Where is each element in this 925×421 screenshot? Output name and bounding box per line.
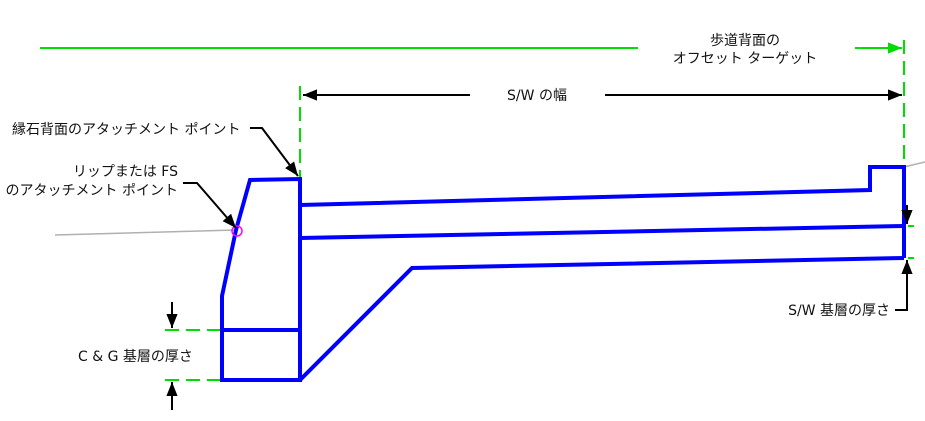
offset-target-label-line2: オフセット ターゲット [673, 51, 817, 67]
lip-attach-label-line1: リップまたは FS [73, 164, 178, 180]
sw-width-label: S/W の幅 [507, 88, 567, 104]
existing-ground-left [54, 229, 237, 236]
sidewalk-top [299, 165, 906, 258]
curb-and-sidewalk-structure [220, 165, 906, 382]
curb-gutter [220, 176, 302, 382]
lip-attachment-marker [231, 225, 243, 237]
sidewalk-base-bottom [298, 256, 905, 382]
sw-base-thickness-label: S/W 基層の厚さ [788, 302, 890, 319]
lip-leader [183, 182, 237, 229]
curb-back-attach-label: 縁石背面のアタッチメント ポイント [12, 122, 240, 138]
lip-attach-label-line2: のアタッチメント ポイント [6, 183, 178, 199]
sw-thickness-dimension [895, 205, 913, 311]
sidewalk-base-top [299, 224, 905, 240]
cg-base-thickness-label: C & G 基層の厚さ [78, 348, 193, 365]
existing-ground-right [903, 161, 925, 168]
offset-target-guide [40, 40, 914, 381]
curb-back-leader [250, 127, 299, 177]
offset-target-label-line1: 歩道背面の [710, 33, 780, 49]
